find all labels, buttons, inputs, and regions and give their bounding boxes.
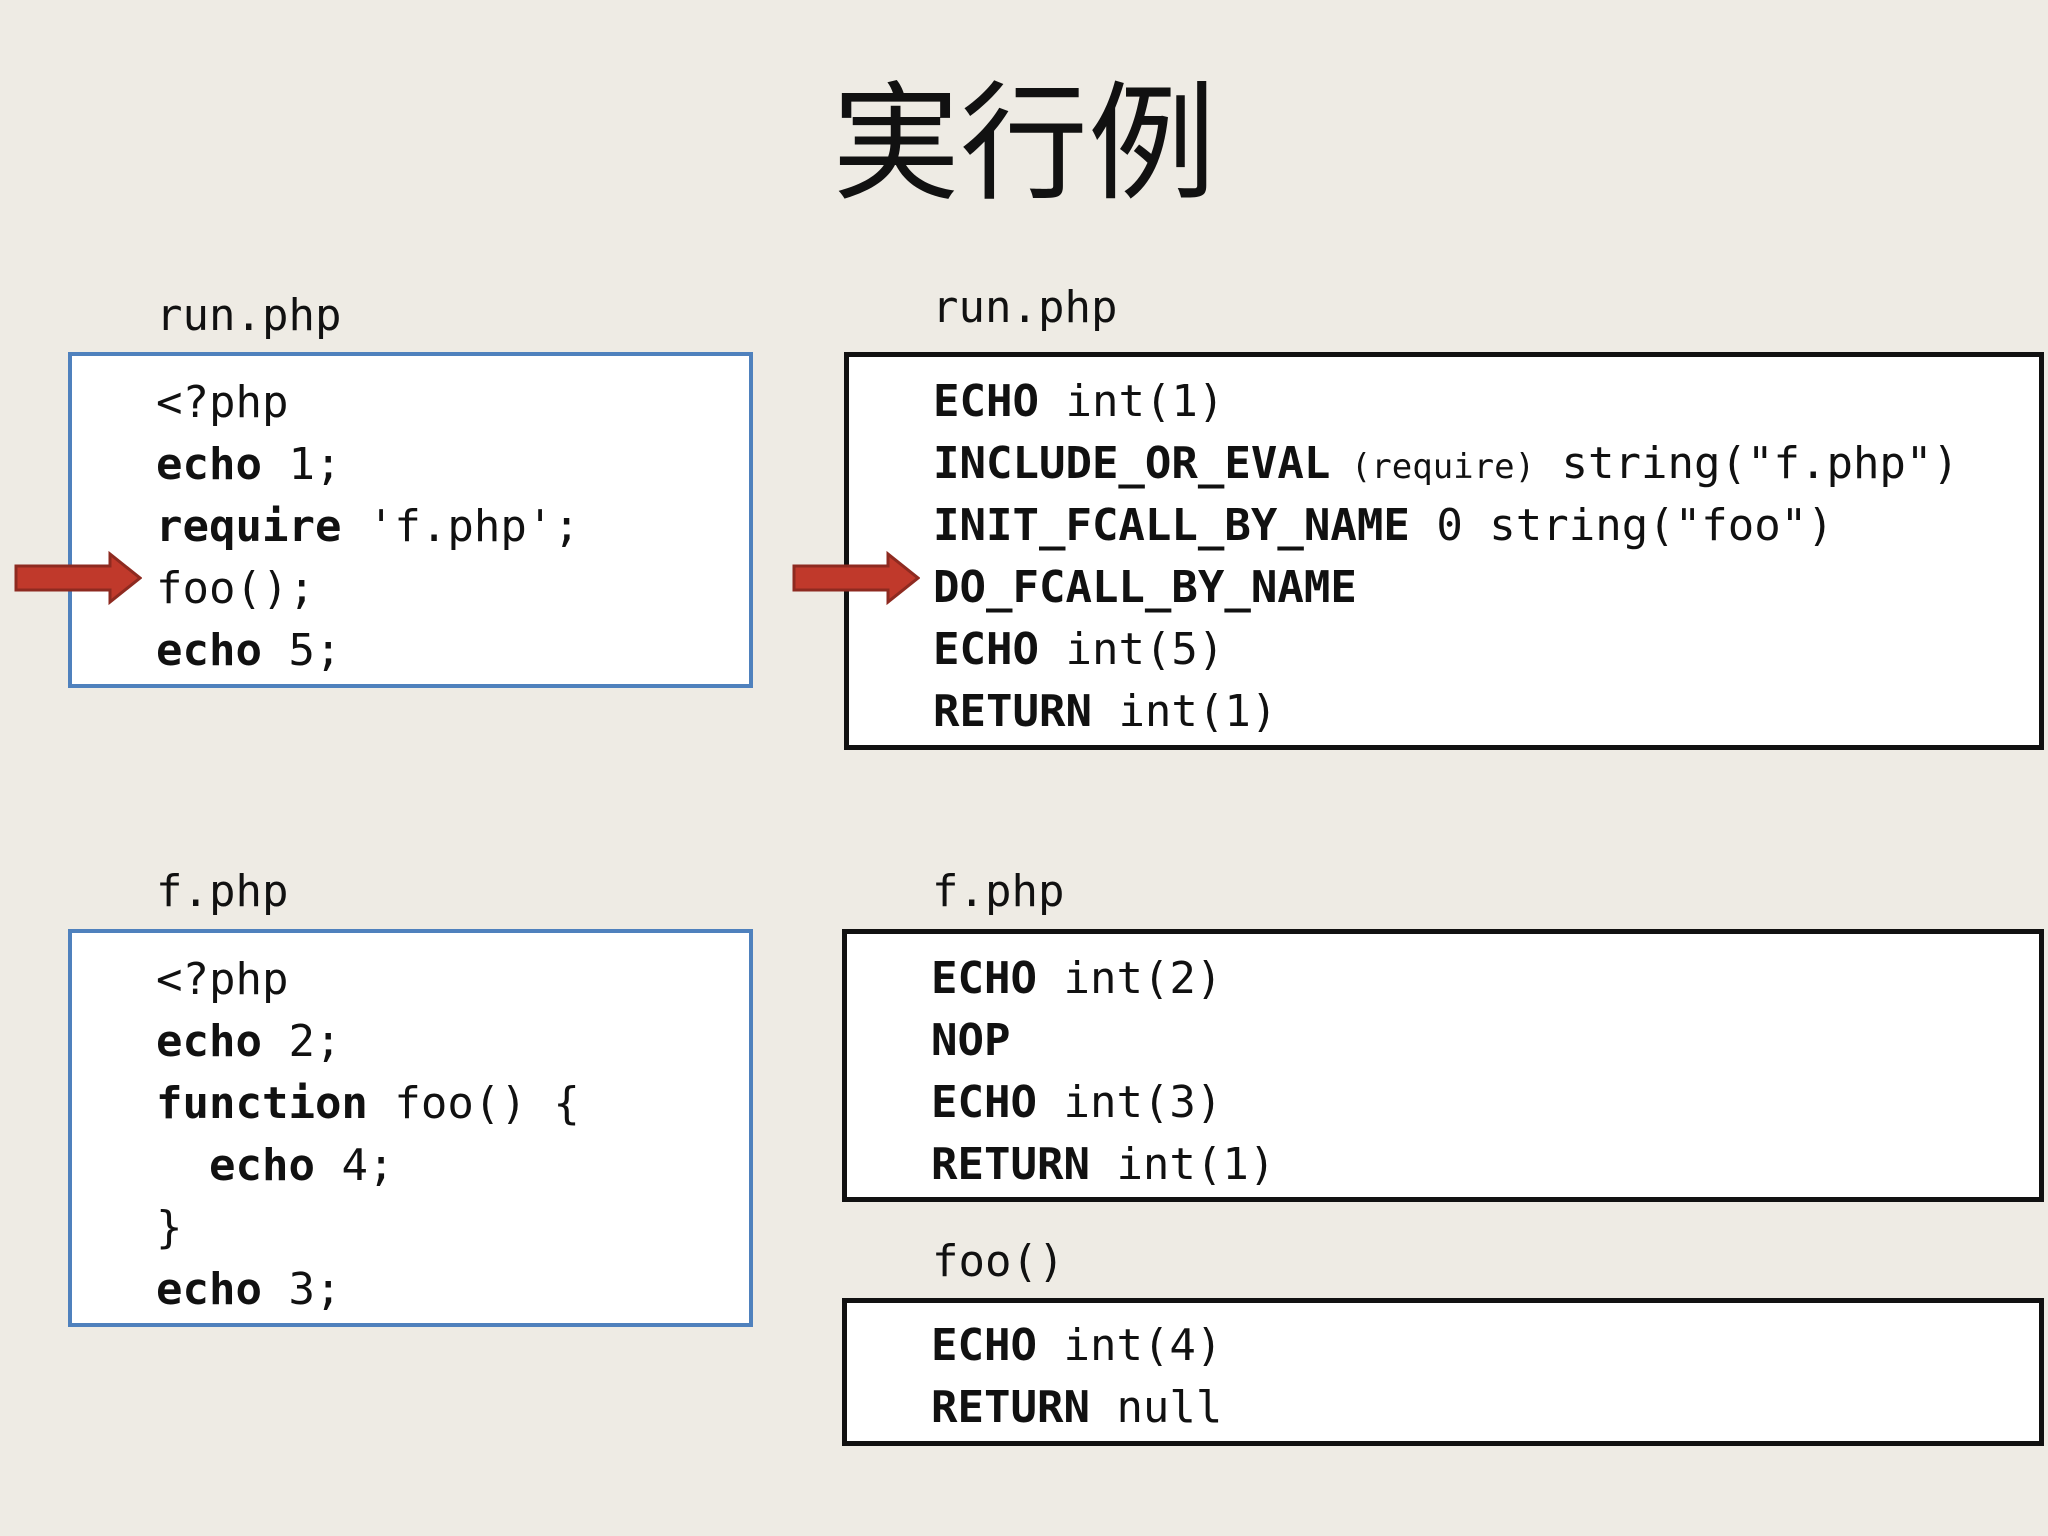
code-line: ECHO int(4) — [931, 1315, 1222, 1377]
code-keyword: echo — [156, 1016, 262, 1067]
code-line: NOP — [931, 1010, 1010, 1072]
foo-opcodes-box: ECHO int(4)RETURN null — [842, 1298, 2044, 1446]
code-line: echo 1; — [156, 434, 341, 496]
code-keyword: require — [156, 501, 342, 552]
code-text: foo() { — [367, 1078, 580, 1129]
code-keyword: echo — [156, 625, 262, 676]
code-keyword: DO_FCALL_BY_NAME — [933, 562, 1357, 613]
code-keyword: INIT_FCALL_BY_NAME — [933, 500, 1410, 551]
code-text: int(5) — [1038, 624, 1225, 675]
current-line-arrow-icon — [14, 550, 142, 606]
code-note: (require) — [1330, 447, 1536, 487]
code-keyword: ECHO — [933, 376, 1039, 427]
code-text: foo(); — [156, 563, 315, 614]
code-text: int(3) — [1036, 1077, 1223, 1128]
code-line: ECHO int(1) — [933, 371, 1224, 433]
f-source-label: f.php — [156, 866, 289, 917]
code-text: 2; — [261, 1016, 342, 1067]
code-text: 4; — [314, 1140, 395, 1191]
run-source-label: run.php — [156, 290, 342, 341]
code-line: require 'f.php'; — [156, 496, 580, 558]
code-text: int(4) — [1036, 1320, 1223, 1371]
code-keyword: NOP — [931, 1015, 1011, 1066]
run-opcodes-label: run.php — [932, 282, 1118, 333]
code-line: <?php — [156, 372, 288, 434]
code-text: int(1) — [1089, 1139, 1276, 1190]
code-keyword: function — [156, 1078, 368, 1129]
code-line: echo 5; — [156, 620, 341, 682]
code-text: <?php — [156, 954, 289, 1005]
code-keyword: ECHO — [933, 624, 1039, 675]
code-keyword: INCLUDE_OR_EVAL — [933, 438, 1331, 489]
code-keyword: RETURN — [933, 686, 1092, 737]
code-keyword: ECHO — [931, 1320, 1037, 1371]
code-line: INCLUDE_OR_EVAL (require) string("f.php"… — [933, 433, 1959, 498]
code-text: } — [156, 1202, 183, 1253]
code-keyword: echo — [208, 1140, 315, 1191]
code-line: echo 4; — [156, 1135, 394, 1197]
code-line: INIT_FCALL_BY_NAME 0 string("foo") — [933, 495, 1834, 557]
code-line: <?php — [156, 949, 288, 1011]
code-line: echo 3; — [156, 1259, 341, 1321]
code-text: 5; — [261, 625, 342, 676]
code-keyword: ECHO — [931, 1077, 1037, 1128]
f-opcodes-label: f.php — [932, 866, 1065, 917]
foo-opcodes-label: foo() — [932, 1236, 1065, 1287]
code-keyword: ECHO — [931, 953, 1037, 1004]
code-text: null — [1089, 1382, 1223, 1433]
current-opcode-arrow-icon — [792, 550, 920, 606]
code-text: <?php — [156, 377, 289, 428]
code-keyword: RETURN — [931, 1382, 1090, 1433]
code-line: RETURN int(1) — [931, 1134, 1275, 1196]
code-line: DO_FCALL_BY_NAME — [933, 557, 1357, 619]
code-text: string("f.php") — [1535, 438, 1959, 489]
code-text: int(2) — [1036, 953, 1223, 1004]
code-line: ECHO int(3) — [931, 1072, 1222, 1134]
code-text: int(1) — [1038, 376, 1225, 427]
code-line: ECHO int(5) — [933, 619, 1224, 681]
code-line: foo(); — [156, 558, 315, 620]
code-text: 1; — [261, 439, 342, 490]
slide-title: 実行例 — [831, 70, 1216, 219]
code-text: int(1) — [1091, 686, 1278, 737]
code-line: RETURN null — [931, 1377, 1222, 1439]
code-line: } — [156, 1197, 183, 1259]
code-line: RETURN int(1) — [933, 681, 1277, 743]
code-keyword: echo — [156, 439, 262, 490]
code-keyword: RETURN — [931, 1139, 1090, 1190]
code-line: function foo() { — [156, 1073, 580, 1135]
code-keyword: echo — [156, 1264, 262, 1315]
code-text: 3; — [261, 1264, 342, 1315]
code-text: 'f.php'; — [341, 501, 580, 552]
code-line: ECHO int(2) — [931, 948, 1222, 1010]
code-indent — [156, 1140, 209, 1191]
code-text: 0 string("foo") — [1409, 500, 1834, 551]
code-line: echo 2; — [156, 1011, 341, 1073]
run-opcodes-box: ECHO int(1)INCLUDE_OR_EVAL (require) str… — [844, 352, 2044, 750]
